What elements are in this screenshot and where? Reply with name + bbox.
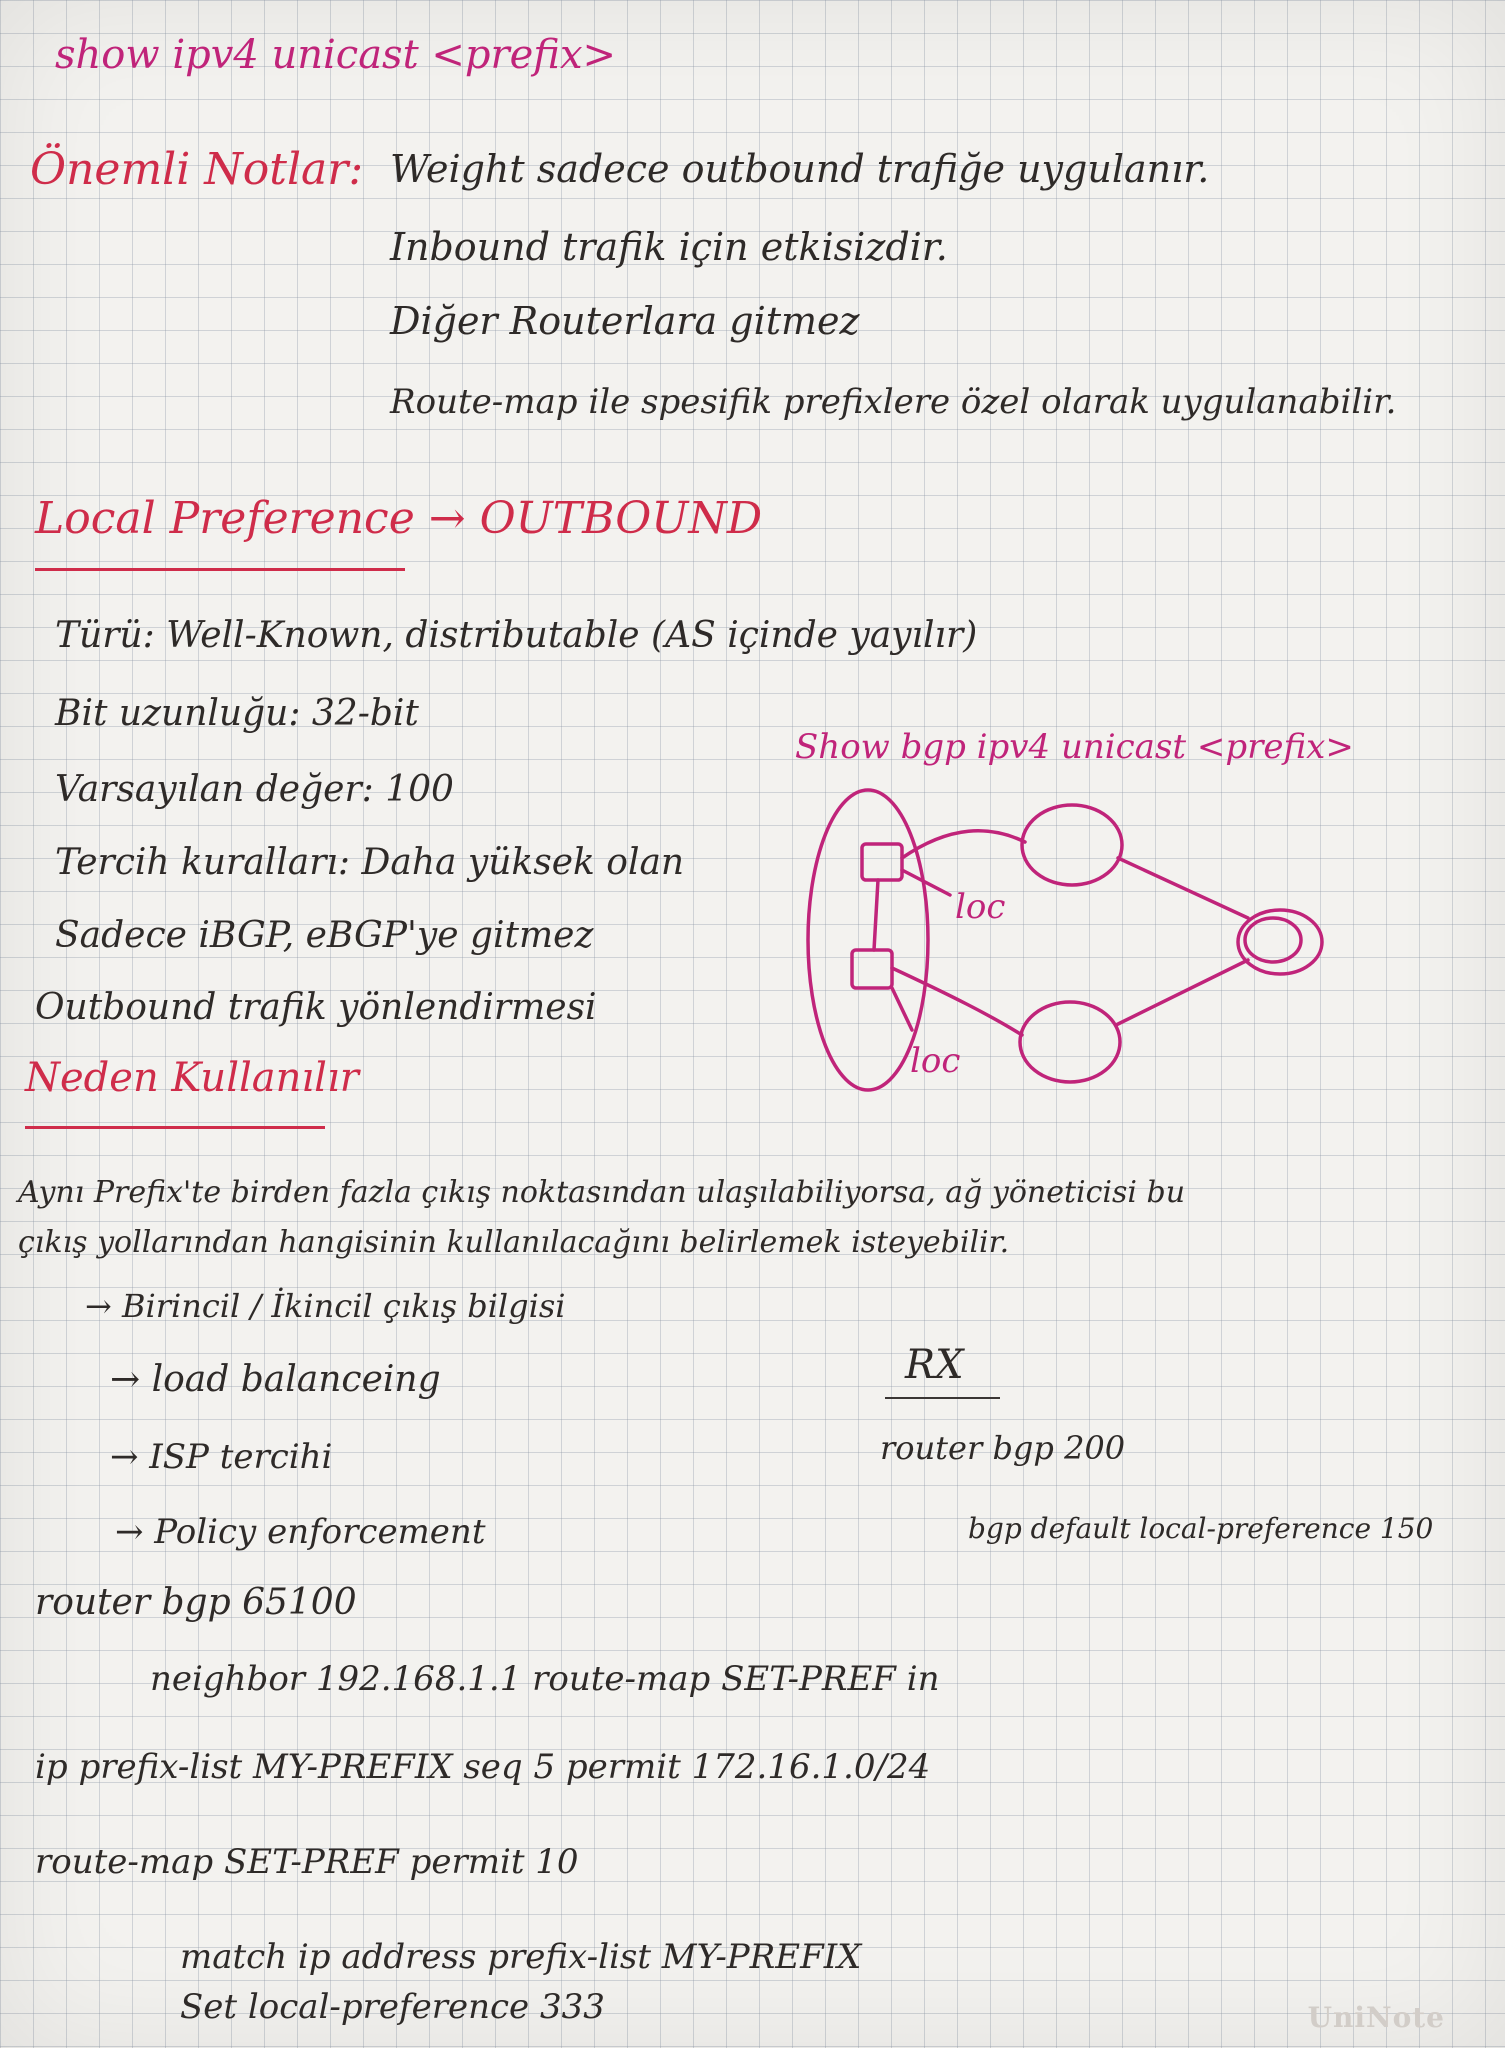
peer-router-bottom [1018,1000,1122,1084]
router-bottom-icon [850,948,894,990]
note-inbound-ineffective: Inbound trafik için etkisizdir. [390,225,948,269]
rx-underline [885,1397,1000,1399]
internal-link [872,878,880,952]
side-router-bgp-200: router bgp 200 [880,1429,1126,1467]
as-boundary-ellipse [806,788,930,1092]
heading-local-preference: Local Preference → OUTBOUND [35,493,763,544]
link-bottom-right [1114,958,1250,1027]
note-other-routers: Diğer Routerlara gitmez [390,299,860,343]
bullet-isp-preference: → ISP tercihi [110,1437,333,1477]
note-preference-rule: Tercih kuralları: Daha yüksek olan [55,842,685,883]
link-bottom-left [890,966,1024,1037]
diagram-label-loc-bottom: loc [910,1041,960,1081]
config-router-bgp: router bgp 65100 [35,1582,357,1623]
config-set-local-pref: Set local-preference 333 [180,1987,605,2027]
arrow-loc-bottom [890,986,914,1032]
diagram-label-loc-top: loc [955,887,1005,927]
note-line-show-ipv4: show ipv4 unicast <prefix> [55,32,617,78]
peer-router-top [1020,803,1124,887]
note-bit-length: Bit uzunluğu: 32-bit [55,693,419,734]
arrow-loc-top [900,868,952,897]
note-ibgp-only: Sadece iBGP, eBGP'ye gitmez [55,915,594,956]
link-top-left [900,829,1027,860]
note-exit-paths: çıkış yollarından hangisinin kullanılaca… [18,1225,1010,1260]
brand-watermark: UniNote [1307,2001,1445,2034]
note-weight-outbound: Weight sadece outbound trafiğe uygulanır… [390,147,1210,191]
heading-underline [35,568,405,571]
heading-important-notes: Önemli Notlar: [30,144,364,195]
heading-why-used: Neden Kullanılır [25,1055,359,1101]
bullet-policy-enforcement: → Policy enforcement [115,1512,486,1552]
side-rx: RX [905,1342,964,1388]
router-top-icon [860,842,904,882]
note-same-prefix: Aynı Prefix'te birden fazla çıkış noktas… [18,1175,1186,1210]
link-top-right [1116,856,1250,920]
remote-router-right [1236,908,1324,976]
bullet-primary-secondary: → Birincil / İkincil çıkış bilgisi [85,1287,566,1325]
config-match: match ip address prefix-list MY-PREFIX [180,1937,862,1977]
config-route-map: route-map SET-PREF permit 10 [35,1842,579,1882]
config-prefix-list: ip prefix-list MY-PREFIX seq 5 permit 17… [35,1747,931,1787]
bullet-load-balancing: → load balanceing [110,1359,441,1400]
config-neighbor: neighbor 192.168.1.1 route-map SET-PREF … [150,1659,940,1699]
topology-diagram: loc loc [806,788,1324,1092]
note-default-value: Varsayılan değer: 100 [55,769,454,810]
note-route-map-specific: Route-map ile spesifik prefixlere özel o… [390,382,1397,422]
side-show-bgp: Show bgp ipv4 unicast <prefix> [795,727,1354,767]
remote-router-right-inner [1243,916,1303,964]
note-type: Türü: Well-Known, distributable (AS için… [55,615,978,656]
side-bgp-default-local-pref: bgp default local-preference 150 [968,1512,1434,1545]
why-used-underline [25,1126,325,1129]
note-outbound-steering: Outbound trafik yönlendirmesi [35,987,597,1028]
